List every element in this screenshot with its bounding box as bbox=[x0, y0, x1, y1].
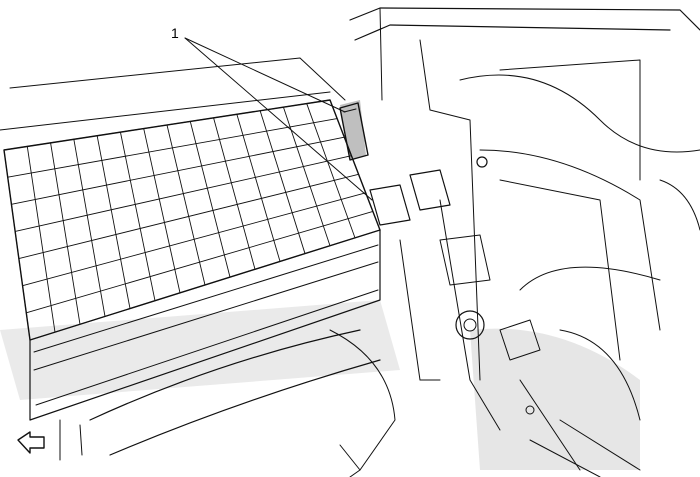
core-grid-column bbox=[283, 106, 331, 246]
view-orientation-arrow-icon bbox=[17, 431, 45, 454]
evaporator-core bbox=[0, 57, 381, 421]
core-grid-column bbox=[3, 149, 31, 341]
core-grid-column bbox=[143, 128, 181, 293]
core-grid-column bbox=[259, 110, 306, 254]
core-grid-column bbox=[50, 142, 81, 325]
callout-1-leaders bbox=[184, 37, 373, 201]
core-grid-column bbox=[306, 103, 356, 239]
core-grid-column bbox=[236, 114, 281, 262]
component-1 bbox=[339, 102, 369, 161]
core-grid-column bbox=[119, 132, 156, 301]
core-grid-column bbox=[189, 121, 231, 278]
blower-housing bbox=[59, 329, 396, 477]
core-grid-column bbox=[213, 117, 256, 270]
core-grid-column bbox=[329, 99, 381, 231]
core-grid-column bbox=[166, 124, 206, 286]
hvac-case bbox=[349, 7, 700, 477]
core-grid-column bbox=[73, 139, 106, 317]
core-grid-column bbox=[96, 135, 131, 309]
core-grid bbox=[3, 99, 381, 341]
core-grid-column bbox=[26, 146, 56, 333]
callout-label-1: 1 bbox=[171, 25, 179, 41]
